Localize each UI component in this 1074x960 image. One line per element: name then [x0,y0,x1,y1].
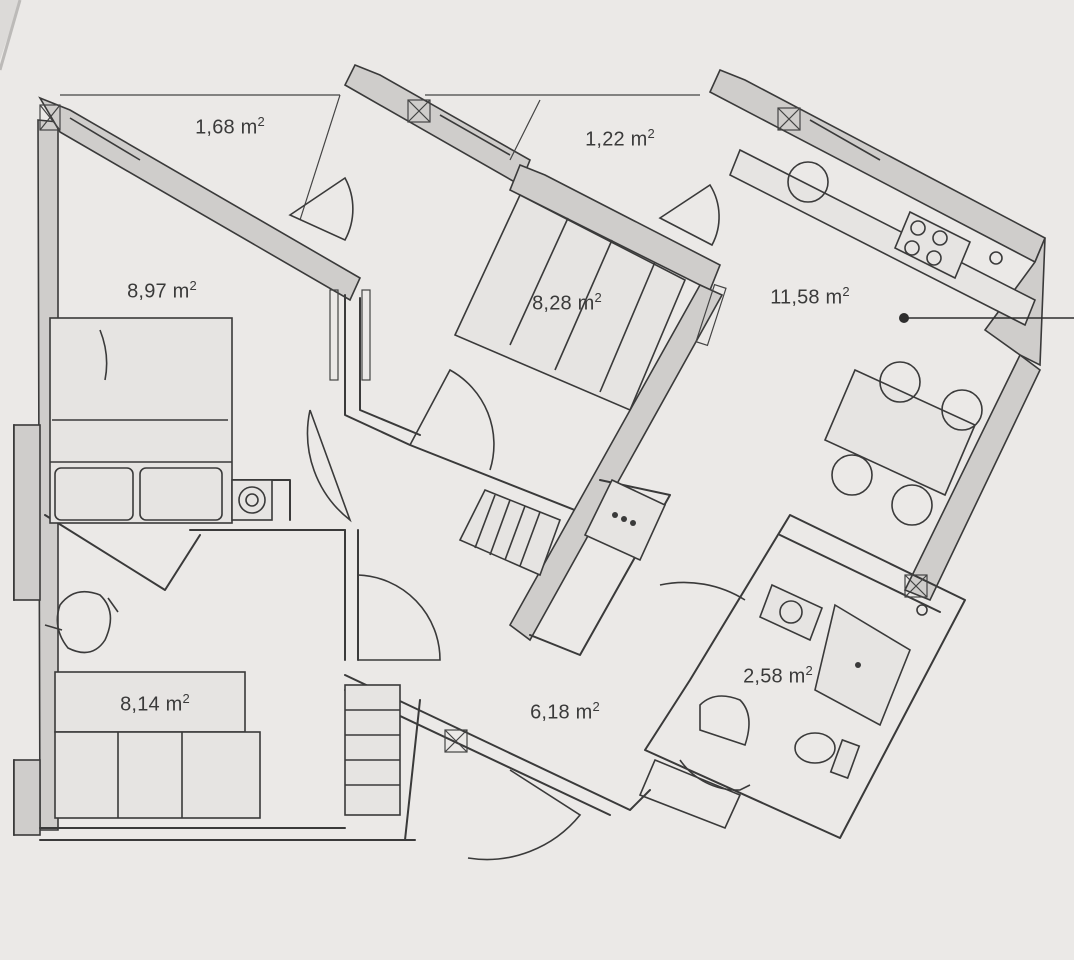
armchair [44,590,119,654]
sofa [54,671,261,819]
doors [288,176,751,861]
paper-edge [0,0,22,71]
hall-cabinet [583,478,667,562]
area-label-hallway: 6,18 m2 [530,698,600,724]
area-label-bedroom: 8,97 m2 [127,277,197,303]
interior-walls [44,283,724,661]
area-label-bathroom: 2,58 m2 [743,662,813,688]
outer-walls [13,63,1047,841]
windows [39,99,928,753]
area-label-living-room: 8,14 m2 [120,690,190,716]
area-label-balcony-right: 1,22 m2 [585,125,655,151]
area-label-kitchen: 11,58 m2 [770,283,850,309]
bathroom-fixtures [638,583,928,830]
area-label-balcony-left: 1,68 m2 [195,113,265,139]
boiler [231,479,273,521]
bed [49,317,233,524]
wardrobe [453,193,687,412]
area-label-room-center: 8,28 m2 [532,289,602,315]
kitchen-marker [899,313,1074,323]
dining-table [823,361,983,526]
kitchen-counter [728,148,1037,327]
hall-shelf [344,488,562,816]
